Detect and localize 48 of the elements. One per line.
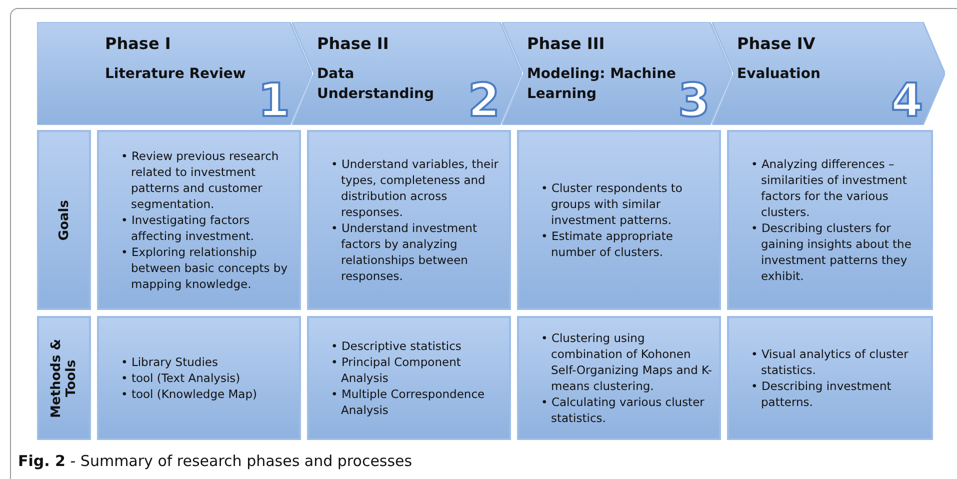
phase-name: Modeling: Machine Learning bbox=[527, 65, 677, 104]
phase-banner bbox=[37, 22, 312, 125]
bullet-item: • Principal Component Analysis bbox=[331, 354, 462, 386]
content-panel bbox=[307, 316, 511, 440]
bullet-item: • Multiple Correspondence Analysis bbox=[331, 386, 486, 418]
content-panel bbox=[517, 130, 721, 310]
bullet-item: • Understand investment factors by analyzing relationships between responses. bbox=[331, 220, 478, 284]
bullet-item: • Understand variables, their types, completeness and distribution across responses. bbox=[331, 156, 500, 220]
bullet-item: • Clustering using combination of Kohonen Self-Organizing Maps and K-means clustering. bbox=[541, 330, 713, 394]
phase-name: Data Understanding bbox=[317, 65, 436, 104]
bullet-item: • Analyzing differences – similarities of investment factors for the various clusters. bbox=[751, 156, 908, 220]
row-header-label: Goals bbox=[56, 200, 72, 240]
figure-caption: Fig. 2 - Summary of research phases and processes bbox=[18, 452, 412, 470]
phase-banner bbox=[292, 22, 522, 125]
bullet-item: • Describing clusters for gaining insights about the investment patterns they exhibit. bbox=[751, 220, 912, 284]
bullet-item: • Visual analytics of cluster statistics. bbox=[751, 346, 910, 378]
bullet-item: • Investigating factors affecting investment. bbox=[121, 212, 255, 244]
bullet-item: • Library Studies bbox=[121, 354, 219, 370]
phase-number: 2 bbox=[468, 77, 500, 123]
content-panel bbox=[97, 316, 301, 440]
phase-title: Phase II bbox=[317, 34, 389, 53]
phase-title: Phase I bbox=[105, 34, 171, 53]
phase-banner bbox=[712, 22, 945, 125]
bullet-item: • Review previous research related to investment patterns and customer segmentation. bbox=[121, 148, 280, 212]
row-header bbox=[37, 316, 91, 440]
phase-name: Evaluation bbox=[737, 65, 822, 84]
bullet-item: • Estimate appropriate number of clusters. bbox=[541, 228, 674, 260]
bullet-item: • tool (Text Analysis) bbox=[121, 370, 242, 386]
bullet-item: • Describing investment patterns. bbox=[751, 378, 892, 410]
bullet-item: • Cluster respondents to groups with similar investment patterns. bbox=[541, 180, 684, 228]
phase-title: Phase III bbox=[527, 34, 605, 53]
content-panel bbox=[727, 130, 933, 310]
phase-number: 4 bbox=[890, 77, 923, 123]
row-header bbox=[37, 130, 91, 310]
bullet-item: • Descriptive statistics bbox=[331, 338, 462, 354]
row-header-label: Methods & Tools bbox=[49, 337, 79, 420]
phase-title: Phase IV bbox=[737, 34, 816, 53]
bullet-item: • Exploring relationship between basic concepts by mapping knowledge. bbox=[121, 244, 289, 292]
bullet-item: • Calculating various cluster statistics. bbox=[541, 394, 706, 426]
phase-banner bbox=[502, 22, 732, 125]
content-panel bbox=[97, 130, 301, 310]
content-panel bbox=[307, 130, 511, 310]
phase-name: Literature Review bbox=[105, 65, 247, 84]
content-panel bbox=[517, 316, 721, 440]
phase-number: 1 bbox=[258, 77, 290, 123]
phase-number: 3 bbox=[678, 77, 710, 123]
bullet-item: • tool (Knowledge Map) bbox=[121, 386, 257, 402]
content-panel bbox=[727, 316, 933, 440]
